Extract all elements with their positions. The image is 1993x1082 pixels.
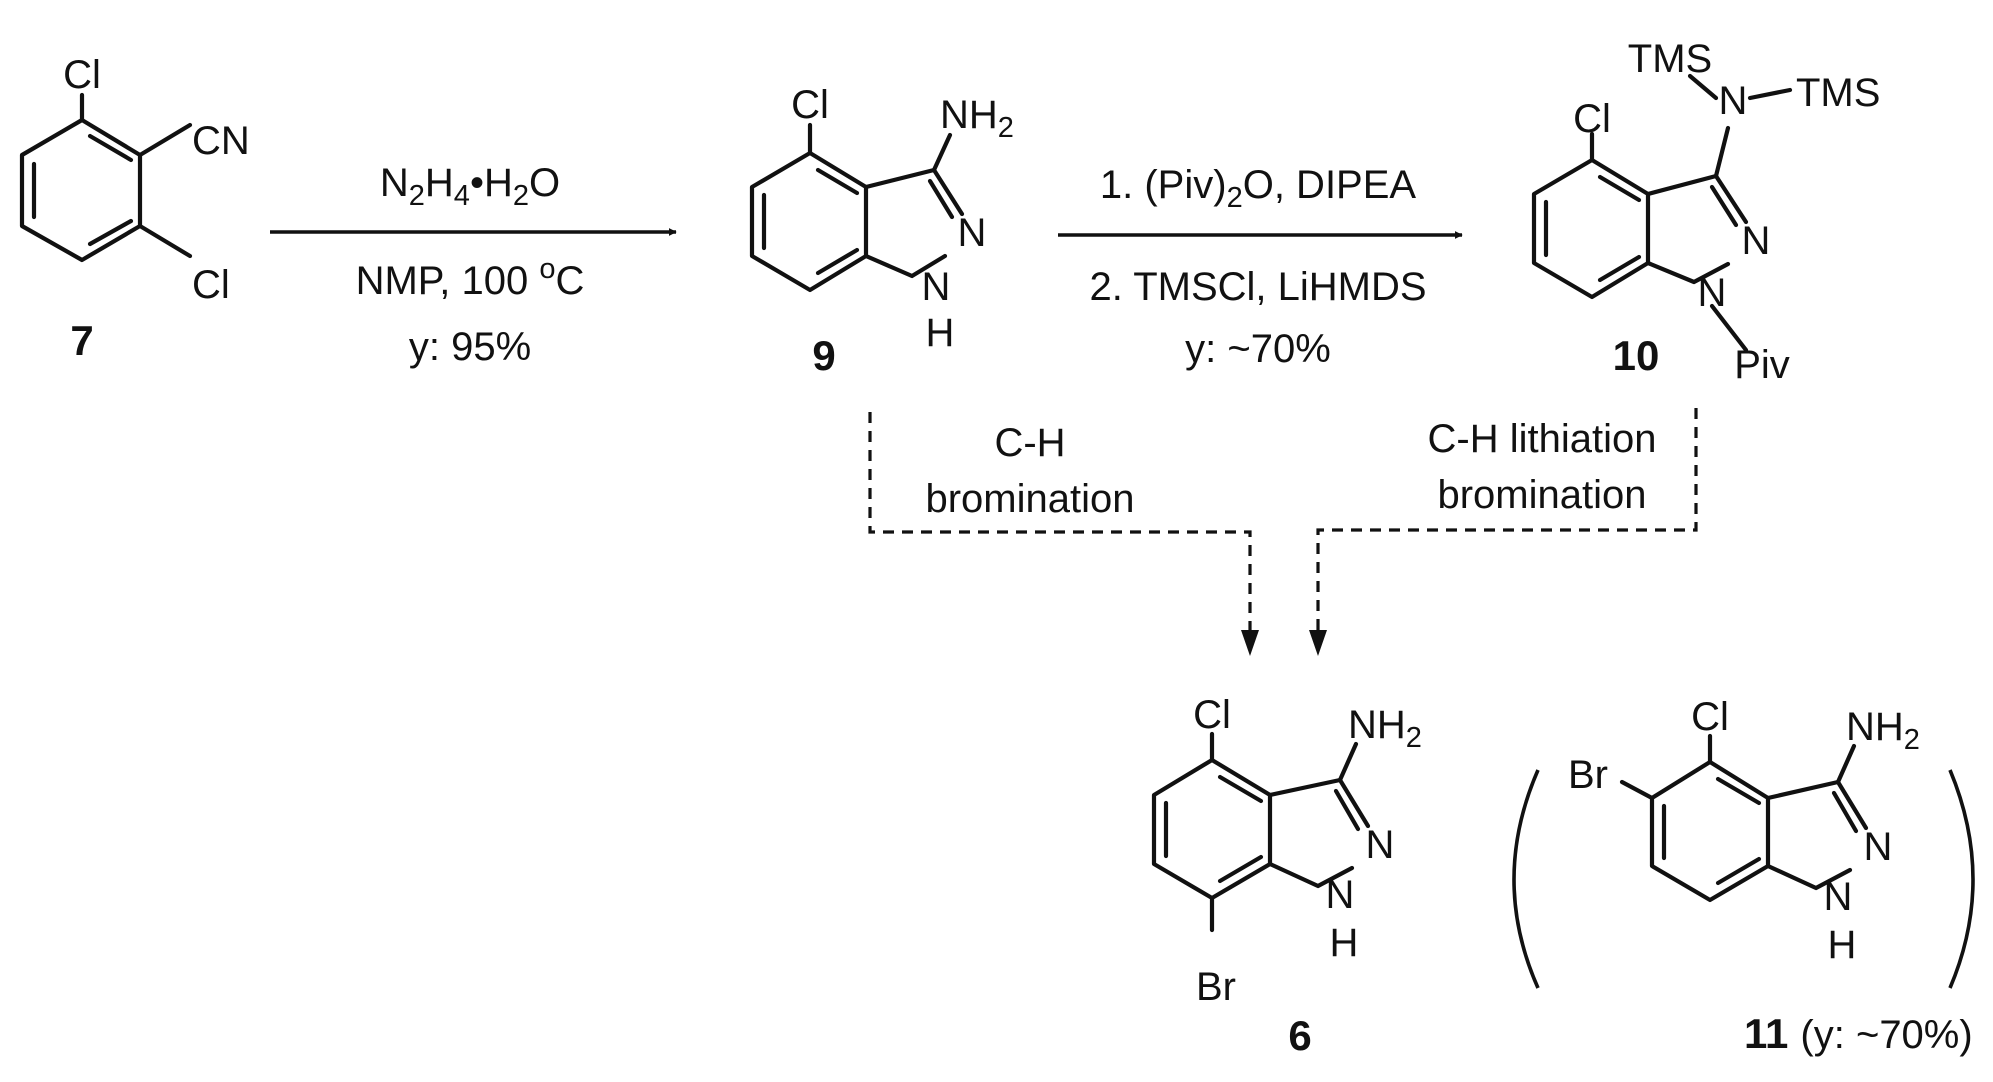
- step1-piv-sub: 2: [1227, 182, 1243, 214]
- c7-double-bonds: [31, 133, 134, 247]
- c6-amine-nh: NH: [1348, 703, 1406, 747]
- c6-n2: N: [1366, 823, 1395, 867]
- c9-double-bonds: [761, 167, 860, 276]
- route-c-h-lithiation-bromination: C-H lithiation bromination: [1309, 408, 1698, 656]
- c9-benzene-ring: [749, 150, 869, 293]
- compound-10: Cl TMS N TMS N N Piv 10: [1531, 37, 1880, 387]
- c11-n2: N: [1864, 825, 1893, 869]
- c6-pyrazole-bonds: [1267, 777, 1371, 889]
- conditions-1-degree: o: [539, 253, 555, 285]
- compound-11-label: 11: [1744, 1010, 1788, 1057]
- compound-11-yield: (y: ~70%): [1800, 1013, 1972, 1057]
- compound-6-label: 6: [1288, 1012, 1311, 1059]
- compound-11-caption: 11 (y: ~70%): [1744, 1010, 1973, 1057]
- c11-substituent-bonds: [1619, 733, 1857, 801]
- right-parenthesis: [1948, 769, 1975, 989]
- compound-11: Cl Br NH2 N N H 11 (y: ~70%): [1512, 695, 1975, 1057]
- route-right-arrowhead: [1309, 630, 1327, 656]
- c6-benzene-ring: [1151, 757, 1273, 901]
- conditions-1-solvent: NMP, 100: [356, 259, 540, 303]
- route-right-label-2: bromination: [1437, 473, 1646, 517]
- route-right-path: [1316, 408, 1698, 630]
- c9-n2: N: [958, 211, 987, 255]
- c11-cl: Cl: [1691, 695, 1729, 739]
- route-left-path: [868, 412, 1252, 630]
- c7-substituent-bonds: [79, 92, 193, 259]
- c11-amine: NH2: [1846, 705, 1920, 756]
- c9-pyrazole-bonds: [863, 167, 965, 279]
- yield-2: y: ~70%: [1185, 327, 1331, 371]
- compound-10-label: 10: [1613, 332, 1660, 379]
- yield-1: y: 95%: [409, 325, 531, 369]
- c6-substituent-bonds: [1209, 731, 1359, 933]
- c6-amine: NH2: [1348, 703, 1422, 754]
- conditions-1-unit: C: [556, 259, 585, 303]
- c6-br: Br: [1196, 965, 1236, 1009]
- route-left-label-2: bromination: [925, 477, 1134, 521]
- conditions-2-step1: 1. (Piv)2O, DIPEA: [1100, 163, 1417, 214]
- reagent-hydrazine-hydrate: N2H4•H2O: [380, 161, 560, 212]
- c11-h: H: [1828, 923, 1857, 967]
- c11-benzene-ring: [1649, 759, 1771, 903]
- c6-double-bonds: [1163, 774, 1264, 884]
- c9-h: H: [926, 311, 955, 355]
- route-left-label-1: C-H: [994, 421, 1065, 465]
- reagent-water-o: O: [529, 161, 560, 205]
- c9-cl: Cl: [791, 83, 829, 127]
- c10-amine-n: N: [1719, 79, 1748, 123]
- c10-substituent-bonds: [1589, 73, 1793, 353]
- reagent-h-sub: 4: [454, 180, 470, 212]
- c10-piv: Piv: [1734, 343, 1790, 387]
- c7-benzene-ring: [19, 117, 143, 263]
- c6-amine-sub: 2: [1406, 722, 1422, 754]
- c10-tms-1: TMS: [1628, 37, 1712, 81]
- step1-piv: 1. (Piv): [1100, 163, 1227, 207]
- reagent-n-sub: 2: [409, 180, 425, 212]
- c11-br: Br: [1568, 753, 1608, 797]
- c10-double-bonds: [1543, 174, 1642, 283]
- c6-n1: N: [1326, 873, 1355, 917]
- compound-6: Cl NH2 N N H Br 6: [1151, 693, 1422, 1059]
- compound-9-label: 9: [812, 332, 835, 379]
- reagent-water-h: H: [484, 161, 513, 205]
- reagent-h: H: [425, 161, 454, 205]
- reagent-dot: •: [470, 161, 484, 205]
- c10-tms-2: TMS: [1796, 71, 1880, 115]
- conditions-2-step2: 2. TMSCl, LiHMDS: [1089, 265, 1426, 309]
- reaction-1: N2H4•H2O NMP, 100 oC y: 95%: [270, 161, 677, 369]
- compound-7: Cl CN Cl 7: [19, 53, 250, 364]
- reagent-n: N: [380, 161, 409, 205]
- c9-amine-sub: 2: [998, 112, 1014, 144]
- c6-cl: Cl: [1193, 693, 1231, 737]
- reaction-2: 1. (Piv)2O, DIPEA 2. TMSCl, LiHMDS y: ~7…: [1058, 163, 1463, 371]
- c7-cn: CN: [192, 119, 250, 163]
- c7-cl-bottom: Cl: [192, 263, 230, 307]
- c10-n2: N: [1742, 219, 1771, 263]
- c10-n1: N: [1698, 271, 1727, 315]
- c7-cl-top: Cl: [63, 53, 101, 97]
- compound-7-label: 7: [70, 317, 93, 364]
- compound-9: Cl NH2 N N H 9: [749, 83, 1014, 379]
- c11-double-bonds: [1661, 776, 1762, 886]
- c11-amine-sub: 2: [1904, 724, 1920, 756]
- route-right-label-1: C-H lithiation: [1428, 417, 1657, 461]
- c11-pyrazole-bonds: [1765, 779, 1869, 891]
- c11-n1: N: [1824, 875, 1853, 919]
- c9-n1: N: [922, 265, 951, 309]
- route-left-arrowhead: [1241, 630, 1259, 656]
- left-parenthesis: [1512, 769, 1540, 989]
- c10-benzene-ring: [1531, 157, 1651, 300]
- step1-rest: O, DIPEA: [1243, 163, 1417, 207]
- c10-pyrazole-bonds: [1645, 173, 1749, 285]
- conditions-1: NMP, 100 oC: [356, 253, 585, 303]
- c6-h: H: [1330, 921, 1359, 965]
- route-c-h-bromination: C-H bromination: [868, 412, 1259, 656]
- c9-amine: NH2: [940, 93, 1014, 144]
- c11-amine-nh: NH: [1846, 705, 1904, 749]
- reagent-water-sub: 2: [513, 180, 529, 212]
- c10-cl: Cl: [1573, 97, 1611, 141]
- c9-substituent-bonds: [807, 122, 953, 173]
- c9-amine-nh: NH: [940, 93, 998, 137]
